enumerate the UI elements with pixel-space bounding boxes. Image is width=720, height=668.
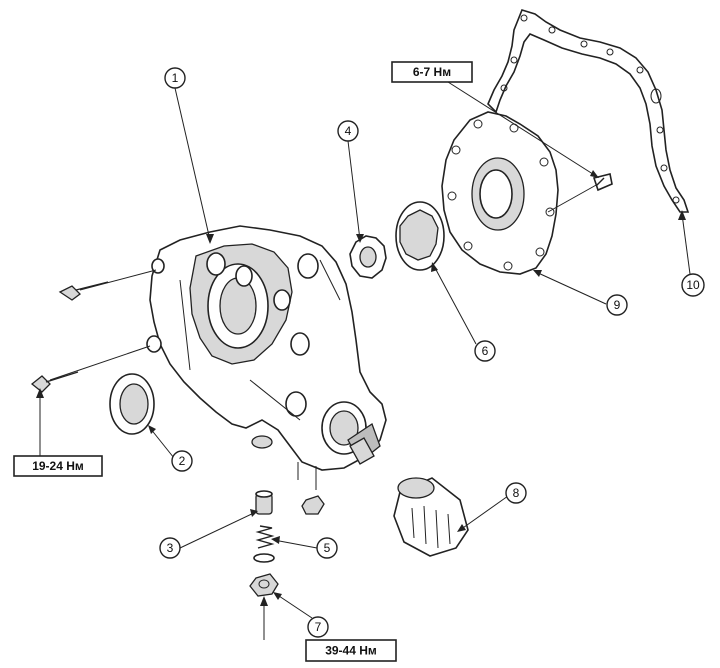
outer-rotor-part-6 (395, 201, 445, 271)
body-bolt-upper (58, 269, 157, 301)
torque-cover-bolt-label: 6-7 Нм (413, 65, 451, 79)
callout-5-label: 5 (324, 541, 331, 555)
oil-filter-part-8 (349, 437, 469, 557)
inner-rotor-part-4 (349, 235, 387, 279)
pump-body-part-1 (146, 225, 387, 490)
callout-7-label: 7 (315, 620, 322, 634)
seal-part-2 (109, 373, 155, 435)
callout-1: 1 (164, 67, 186, 89)
callout-3-label: 3 (167, 541, 174, 555)
torque-box-pump-bolt: 19-24 Нм (13, 455, 103, 477)
callout-2: 2 (171, 450, 193, 472)
callout-9: 9 (606, 294, 628, 316)
torque-pump-bolt-label: 19-24 Нм (32, 459, 84, 473)
gasket-part-10 (487, 9, 690, 213)
pump-cover-part-9 (441, 111, 559, 275)
washer (253, 553, 275, 563)
callout-1-label: 1 (172, 71, 179, 85)
callout-2-label: 2 (179, 454, 186, 468)
callout-10: 10 (681, 273, 705, 297)
torque-plug-label: 39-44 Нм (325, 644, 377, 658)
plunger-part-3 (255, 490, 273, 515)
callout-6-label: 6 (482, 344, 489, 358)
body-bolt-lower (30, 345, 151, 393)
callout-4: 4 (337, 120, 359, 142)
callout-6: 6 (474, 340, 496, 362)
callout-3: 3 (159, 537, 181, 559)
plug-part-7 (249, 573, 279, 597)
callout-8: 8 (505, 482, 527, 504)
callout-10-label: 10 (686, 278, 700, 292)
callout-9-label: 9 (614, 298, 621, 312)
cover-bolt (547, 173, 613, 213)
callout-8-label: 8 (513, 486, 520, 500)
body-nut (301, 495, 325, 515)
spring-part-5 (255, 525, 275, 549)
callout-5: 5 (316, 537, 338, 559)
callout-4-label: 4 (345, 124, 352, 138)
callout-7: 7 (307, 616, 329, 638)
torque-box-cover-bolt: 6-7 Нм (391, 61, 473, 83)
torque-box-plug: 39-44 Нм (305, 639, 397, 662)
leader-lines (36, 81, 691, 640)
